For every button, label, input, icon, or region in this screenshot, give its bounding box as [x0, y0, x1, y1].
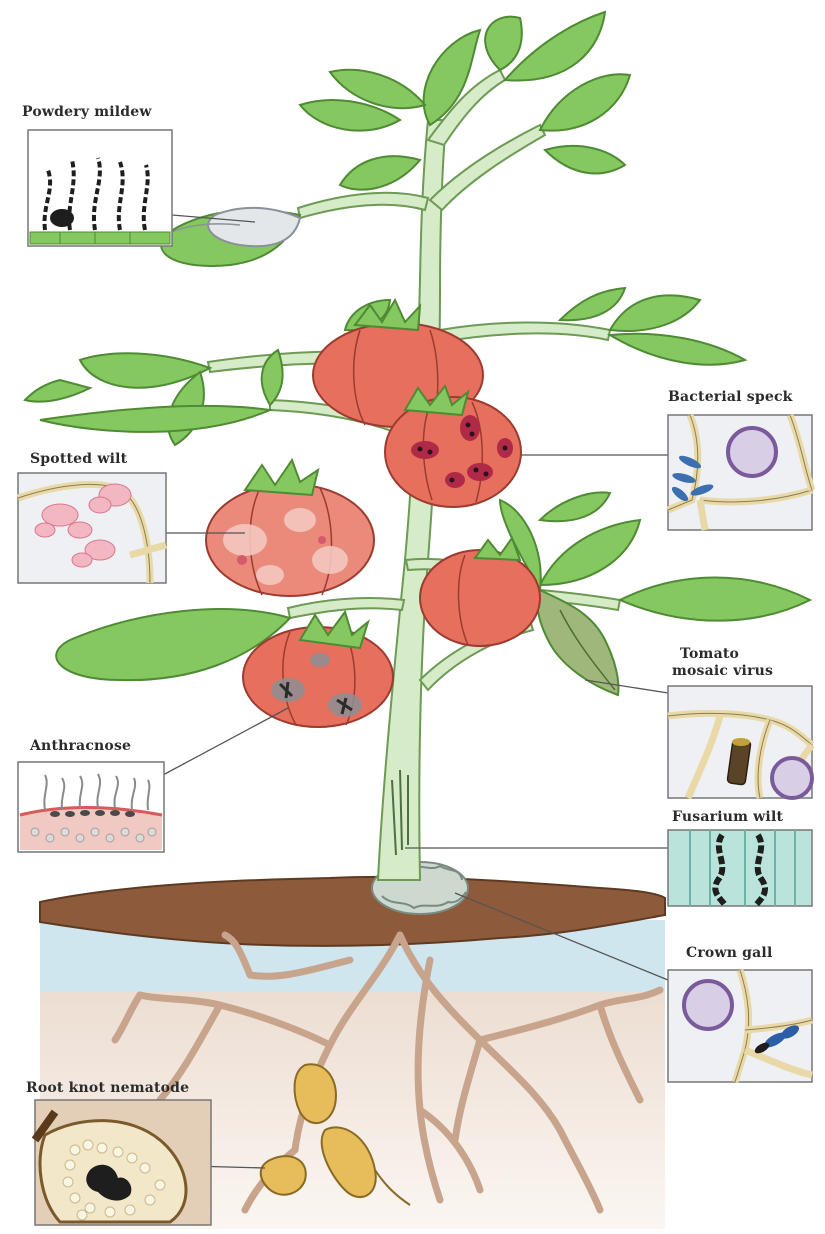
- inset-powdery-mildew: [28, 130, 172, 246]
- fruits: [206, 323, 540, 727]
- label-crown-gall: Crown gall: [686, 945, 772, 961]
- label-bacterial-speck: Bacterial speck: [668, 389, 793, 405]
- inset-root-knot-nematode: [35, 1100, 211, 1225]
- label-tomato-mosaic-virus: Tomato mosaic virus: [670, 646, 805, 680]
- label-tomato-mosaic-virus-line1: Tomato: [670, 646, 805, 663]
- label-anthracnose: Anthracnose: [30, 738, 131, 754]
- label-powdery-mildew: Powdery mildew: [22, 104, 152, 120]
- fruit-right: [420, 550, 540, 646]
- inset-anthracnose: [18, 762, 164, 852]
- label-tomato-mosaic-virus-line2: mosaic virus: [670, 663, 805, 680]
- inset-fusarium-wilt: [668, 830, 812, 906]
- inset-spotted-wilt: [18, 473, 166, 583]
- label-root-knot-nematode: Root knot nematode: [26, 1080, 189, 1096]
- inset-tomato-mosaic-virus: [668, 686, 812, 798]
- inset-bacterial-speck: [668, 415, 812, 530]
- inset-crown-gall: [668, 970, 812, 1082]
- label-fusarium-wilt: Fusarium wilt: [672, 809, 783, 825]
- label-spotted-wilt: Spotted wilt: [30, 451, 127, 467]
